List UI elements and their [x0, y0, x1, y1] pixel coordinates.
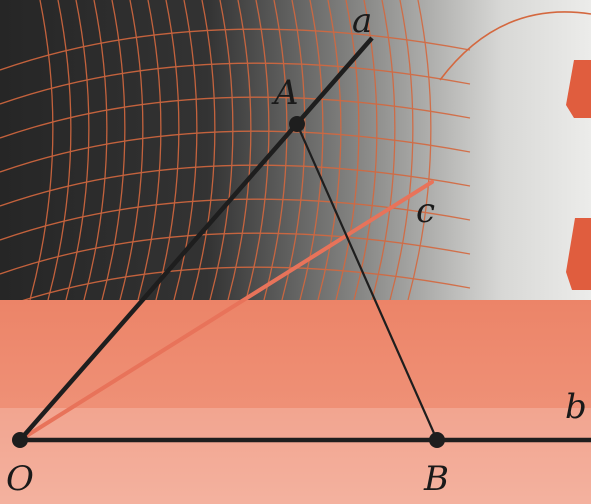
decor-shape-mid [566, 218, 591, 290]
mesh-line [0, 164, 471, 207]
mesh-line [173, 0, 198, 301]
mesh-line [227, 0, 252, 301]
ray-a [18, 36, 374, 442]
mesh-line [83, 0, 108, 301]
decorative-mesh [0, 0, 471, 343]
mesh-line [0, 266, 471, 309]
mesh-line [0, 198, 471, 241]
mesh-line [47, 0, 72, 301]
ray-label-a: a [352, 1, 372, 41]
mesh-line [0, 96, 471, 139]
ray-label-b: b [565, 387, 587, 427]
ray-c [18, 180, 434, 442]
point-label-o: O [6, 459, 34, 499]
mesh-line [209, 0, 234, 301]
mesh-line [263, 0, 288, 301]
mesh-line [155, 0, 180, 301]
mesh-line [317, 0, 342, 301]
mesh-line [245, 0, 270, 301]
point-a [289, 116, 305, 132]
mesh-line [371, 0, 396, 301]
ray-label-c: c [416, 191, 435, 231]
background-band-light [0, 408, 591, 504]
mesh-line [119, 0, 144, 301]
decor-shape-top [566, 60, 591, 118]
mesh-line [335, 0, 360, 301]
mesh-line [281, 0, 306, 301]
mesh-line [407, 0, 432, 301]
mesh-line [389, 0, 414, 301]
point-label-b: B [423, 459, 449, 499]
mesh-line [101, 0, 126, 301]
segment-ab [295, 123, 439, 441]
mesh-line [0, 130, 471, 173]
mesh-line [0, 232, 471, 275]
mesh-line [0, 62, 471, 105]
point-o [12, 432, 28, 448]
decor-arc [439, 11, 591, 81]
geometry-layer: a b cO A B [6, 1, 591, 499]
mesh-line [137, 0, 162, 301]
point-label-a: A [271, 73, 299, 113]
mesh-line [191, 0, 216, 301]
mesh-line [65, 0, 90, 301]
mesh-line [0, 28, 471, 71]
point-b [429, 432, 445, 448]
